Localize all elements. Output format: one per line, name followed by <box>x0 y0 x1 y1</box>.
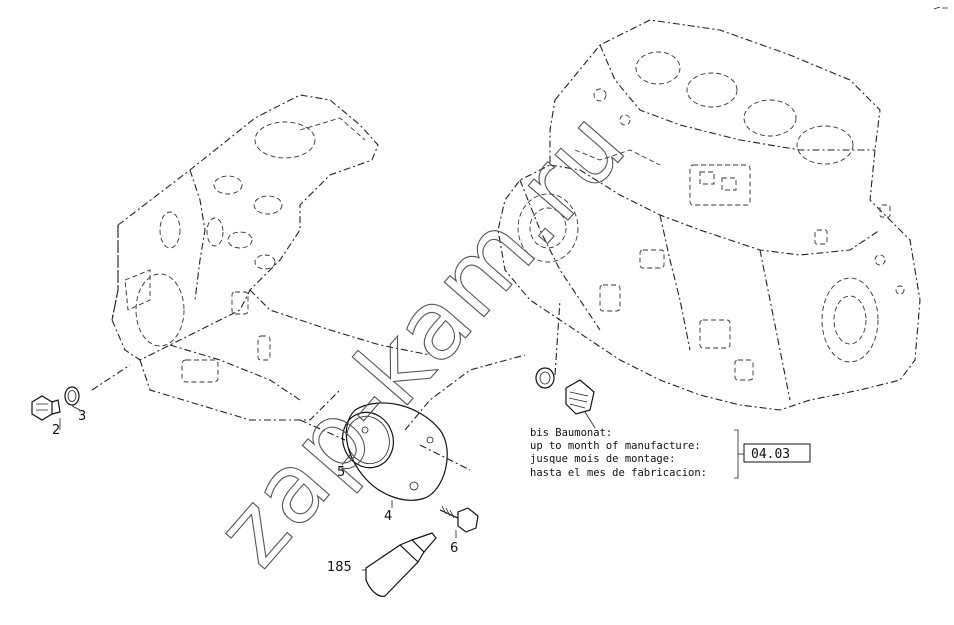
note-line-fr: jusque mois de montage: <box>530 453 675 465</box>
callout-4: 4 <box>384 509 392 524</box>
production-date-note: bis Baumonat: up to month of manufacture… <box>530 427 811 479</box>
callout-5: 5 <box>337 465 345 480</box>
part-2-plug <box>31 395 61 421</box>
part-185-sealant-tube <box>365 532 437 597</box>
note-line-es: hasta el mes de fabricacion: <box>530 467 707 479</box>
note-line-en: up to month of manufacture: <box>530 440 701 452</box>
production-code-box <box>743 443 811 463</box>
part-4-cover-plate <box>345 402 448 501</box>
production-code: 04.03 <box>751 447 790 462</box>
note-line-de: bis Baumonat: <box>530 427 612 439</box>
callout-3: 3 <box>78 409 86 424</box>
assembly-lines <box>91 299 561 471</box>
engine-block-right <box>497 19 921 411</box>
leader-lines <box>59 405 596 571</box>
threaded-plug-right <box>535 367 595 415</box>
part-6-bolt <box>439 505 479 533</box>
callout-185: 185 <box>327 560 352 575</box>
part-5-gasket <box>342 411 394 469</box>
watermark: zap-kam.ru <box>195 90 648 588</box>
engine-block-left <box>111 94 431 421</box>
corner-mark <box>933 6 948 10</box>
callout-6: 6 <box>450 541 458 556</box>
part-3-seal-ring <box>64 386 80 406</box>
callout-2: 2 <box>52 423 60 438</box>
